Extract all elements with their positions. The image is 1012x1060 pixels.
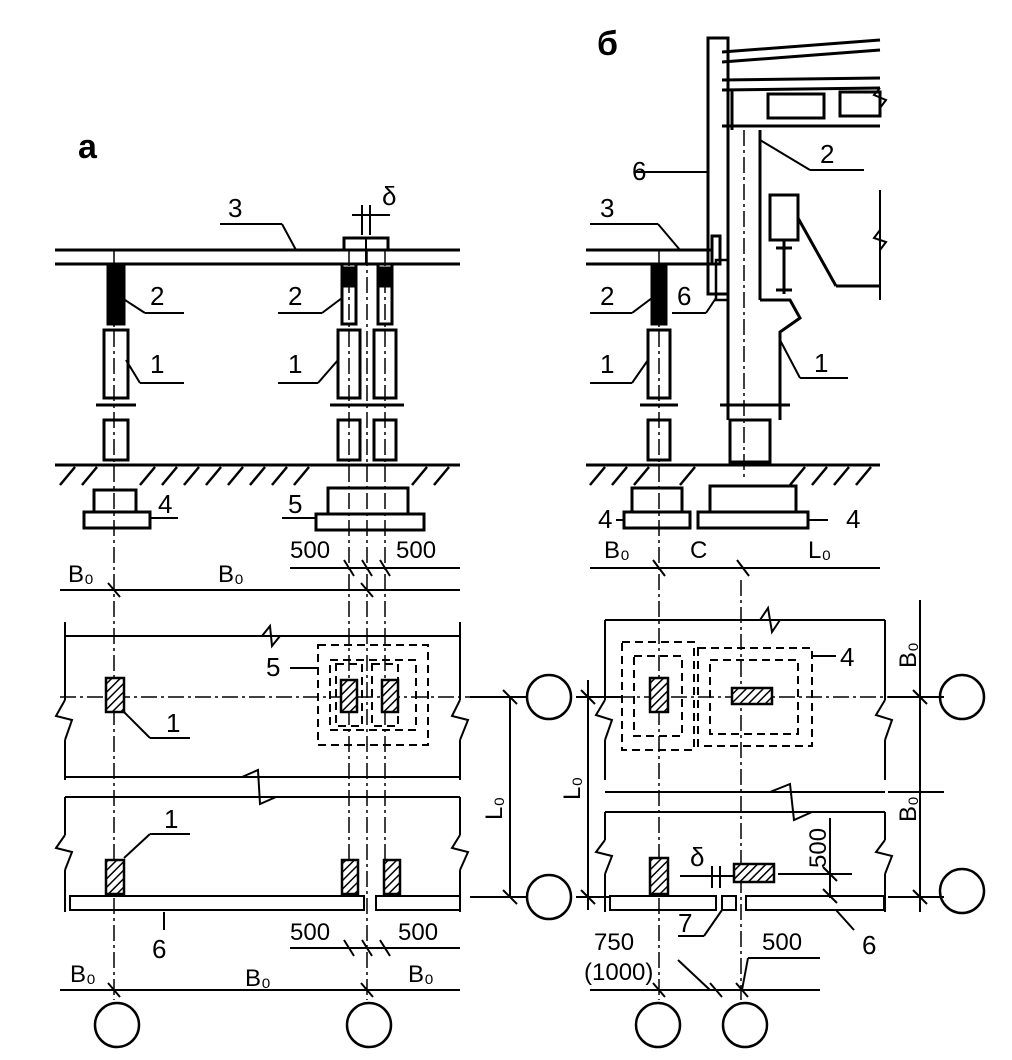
b-dim-b0: B₀ — [604, 537, 630, 564]
b-dim-v500: 500 — [805, 828, 832, 868]
panel-b-letter: б — [597, 25, 618, 63]
axis-marker-b-col2 — [721, 1001, 769, 1049]
callout-1-left: 1 — [150, 349, 164, 379]
plan-callout-6: 6 — [152, 934, 166, 964]
dim-500-bot-right: 500 — [398, 919, 438, 946]
b-plan-delta: δ — [690, 842, 704, 872]
axis-marker-a-col2 — [345, 1001, 393, 1049]
plan-callout-5: 5 — [266, 652, 280, 682]
callout-4: 4 — [158, 489, 172, 519]
b-plan-callout-4: 4 — [840, 642, 854, 672]
b-callout-3: 3 — [600, 193, 614, 223]
callout-5: 5 — [288, 489, 302, 519]
b-callout-4-left: 4 — [598, 504, 612, 534]
axis-marker-a-bottom — [525, 873, 573, 921]
panel-b-elevation: б 2 6 1 — [586, 25, 888, 1000]
b-dim-500-bot: 500 — [762, 929, 802, 956]
b-callout-4-right: 4 — [846, 504, 860, 534]
b-dim-b0-vert-mid: B₀ — [895, 796, 922, 822]
axis-marker-b-bottom — [938, 867, 986, 915]
b-callout-1-right: 1 — [814, 348, 828, 378]
dim-b0-top-left: B₀ — [68, 561, 94, 588]
dim-500-bot-left: 500 — [290, 919, 330, 946]
b-callout-1-left: 1 — [600, 349, 614, 379]
b-callout-2-left: 2 — [600, 281, 614, 311]
panel-a-letter: а — [78, 128, 98, 166]
dim-b0-bot-right: B₀ — [408, 961, 434, 988]
dim-l0-a: L₀ — [481, 797, 508, 820]
dim-500-top-right: 500 — [396, 537, 436, 564]
dim-500-top-left: 500 — [290, 537, 330, 564]
axis-marker-a-top — [525, 673, 573, 721]
b-dim-b0-vert-top: B₀ — [895, 642, 922, 668]
panel-b-plan: 4 δ 7 6 500 L₀ B₀ B₀ — [559, 580, 986, 1049]
b-callout-6-mid: 6 — [677, 281, 691, 311]
b-plan-callout-6: 6 — [862, 930, 876, 960]
callout-3: 3 — [228, 193, 242, 223]
plan-callout-1-bot: 1 — [164, 804, 178, 834]
b-dim-1000: (1000) — [584, 959, 653, 986]
panel-a-plan: 5 1 1 6 L₀ 500 500 B₀ B₀ B₀ — [54, 622, 573, 1049]
callout-2-left: 2 — [150, 281, 164, 311]
b-callout-6-top: 6 — [632, 156, 646, 186]
callout-1-mid: 1 — [288, 349, 302, 379]
axis-marker-a-col1 — [93, 1001, 141, 1049]
callout-2-mid: 2 — [288, 281, 302, 311]
axis-marker-b-top — [938, 673, 986, 721]
panel-a-elevation: а δ 3 — [55, 128, 460, 1000]
b-dim-c: C — [690, 537, 707, 564]
panel-a-delta: δ — [382, 181, 396, 211]
b-dim-l0-vert: L₀ — [559, 777, 586, 800]
dim-b0-top-mid: B₀ — [218, 561, 244, 588]
dim-b0-bot-left: B₀ — [70, 961, 96, 988]
b-dim-750: 750 — [594, 929, 634, 956]
b-plan-callout-7: 7 — [678, 908, 692, 938]
b-callout-2-top: 2 — [820, 139, 834, 169]
axis-marker-b-col1 — [634, 1001, 682, 1049]
dim-b0-bot-mid: B₀ — [245, 965, 271, 992]
plan-callout-1-top: 1 — [166, 708, 180, 738]
b-dim-l0: L₀ — [808, 537, 831, 564]
